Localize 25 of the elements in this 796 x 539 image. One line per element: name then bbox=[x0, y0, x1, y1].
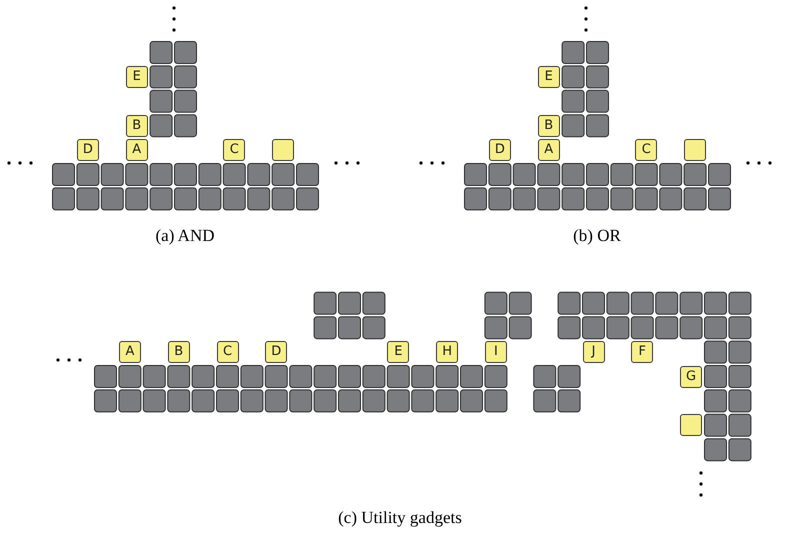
labeled-tile: B bbox=[538, 114, 560, 137]
subfigure-caption: (b) OR bbox=[573, 226, 621, 246]
labeled-tile: D bbox=[76, 139, 99, 162]
labeled-tile: E bbox=[126, 66, 148, 88]
labeled-tile: A bbox=[126, 139, 148, 162]
labeled-tile: E bbox=[387, 341, 410, 364]
labeled-tile: G bbox=[680, 366, 702, 388]
empty-tile bbox=[684, 139, 706, 162]
subfigure-caption: (c) Utility gadgets bbox=[338, 508, 462, 528]
labeled-tile: B bbox=[168, 341, 190, 364]
labeled-tile: J bbox=[582, 341, 604, 364]
labeled-tile: D bbox=[488, 139, 511, 162]
labeled-tile: I bbox=[484, 341, 507, 364]
subfigure-caption: (a) AND bbox=[156, 226, 214, 246]
labeled-tile: A bbox=[538, 139, 560, 162]
labeled-tile: C bbox=[216, 341, 238, 364]
labeled-tile: A bbox=[118, 341, 141, 364]
labeled-tile: F bbox=[631, 341, 654, 364]
labeled-tile: D bbox=[265, 341, 288, 364]
empty-tile bbox=[272, 139, 294, 162]
labeled-tile: B bbox=[126, 114, 148, 137]
labeled-tile: C bbox=[635, 139, 658, 162]
labeled-tile: C bbox=[223, 139, 246, 162]
labeled-tile: E bbox=[538, 66, 560, 88]
labeled-tile: H bbox=[436, 341, 458, 364]
